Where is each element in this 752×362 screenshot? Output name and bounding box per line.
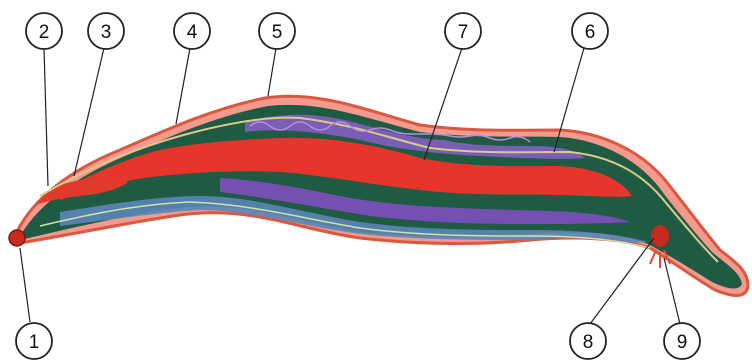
callout-3: 3 [88, 13, 124, 49]
callout-8-label: 8 [583, 332, 594, 353]
callout-5: 5 [259, 13, 295, 49]
callout-8: 8 [570, 323, 606, 359]
callout-6: 6 [572, 13, 608, 49]
callout-1: 1 [16, 323, 52, 359]
callout-5-label: 5 [272, 22, 283, 43]
mouth-opening [9, 230, 25, 246]
callout-7-label: 7 [458, 22, 469, 43]
callout-1-label: 1 [29, 332, 40, 353]
callout-3-label: 3 [101, 22, 112, 43]
callout-2: 2 [26, 13, 62, 49]
callout-9: 9 [664, 323, 700, 359]
callout-6-label: 6 [585, 22, 596, 43]
callout-7: 7 [445, 13, 481, 49]
callout-9-label: 9 [677, 332, 688, 353]
callout-4: 4 [174, 13, 210, 49]
callout-4-label: 4 [187, 22, 198, 43]
anus-spot [651, 225, 669, 247]
callout-2-label: 2 [39, 22, 50, 43]
